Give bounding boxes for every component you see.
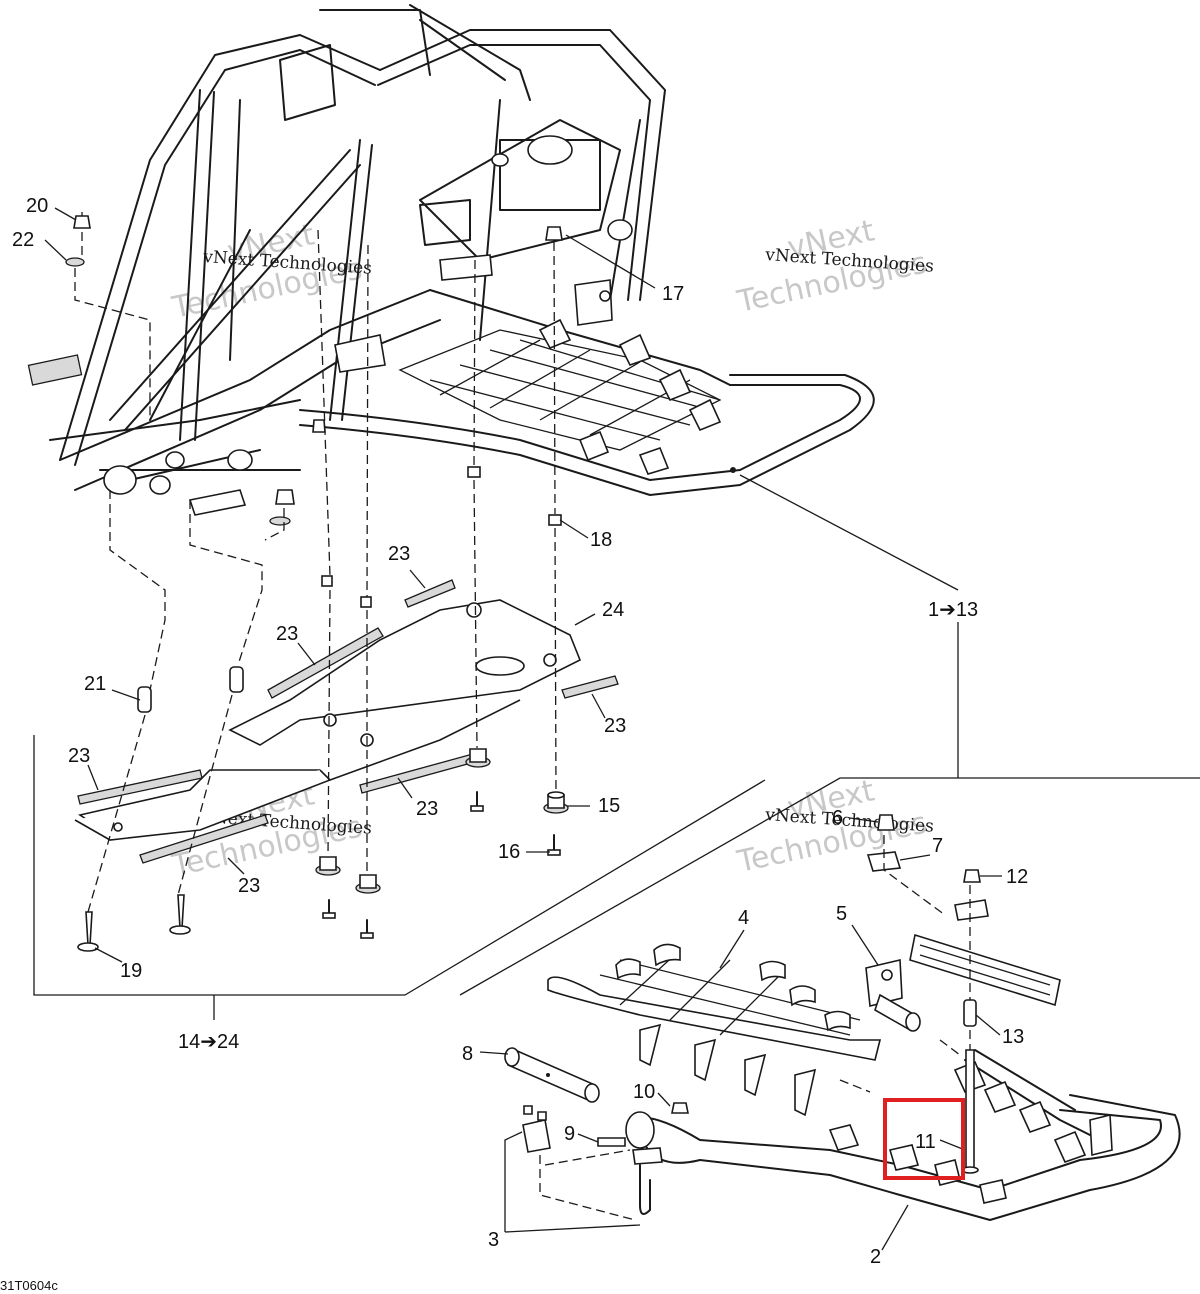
spacer-18-icon <box>548 514 562 526</box>
nut-mid-icon <box>312 419 326 433</box>
grommet-lower-a-icon <box>315 856 341 876</box>
callout-11: 11 <box>915 1131 936 1153</box>
rubber-strip-23-d <box>77 769 203 805</box>
callout-24: 24 <box>602 599 624 621</box>
callout-23-f: 23 <box>238 875 260 897</box>
callout-19: 19 <box>120 960 142 982</box>
leader-lines <box>44 207 1002 1251</box>
callout-10: 10 <box>633 1081 655 1103</box>
grommet-lower-b-icon <box>355 874 381 894</box>
assembly-lines-top <box>74 229 557 913</box>
bolt-11-icon <box>965 1049 975 1171</box>
tube-8 <box>504 1047 600 1103</box>
nut-10-icon <box>671 1102 689 1114</box>
vehicle-frame <box>27 4 875 516</box>
callout-23-a: 23 <box>388 543 410 565</box>
rubber-strip-23-e <box>359 751 483 794</box>
callout-5: 5 <box>836 903 847 925</box>
watermark-top-right: vNext Technologies vNext Technologies <box>733 213 934 320</box>
callout-12: 12 <box>1006 866 1028 888</box>
rubber-strip-23-f <box>139 814 269 864</box>
callout-14-24: 14➔24 <box>178 1031 239 1053</box>
drawing-reference-number: 31T0604c <box>0 1278 58 1293</box>
bracket-3 <box>522 1119 663 1221</box>
callout-7: 7 <box>932 835 943 857</box>
spacer-center-icon <box>467 466 481 478</box>
callout-23-b: 23 <box>276 623 298 645</box>
callout-23-e: 23 <box>416 798 438 820</box>
callout-18: 18 <box>590 529 612 551</box>
nut-17-icon <box>545 226 563 241</box>
callout-4: 4 <box>738 907 749 929</box>
highlight-box-item-11 <box>883 1098 965 1180</box>
callout-1-13: 1➔13 <box>928 599 978 621</box>
assembly-lines-bottom <box>839 835 971 1093</box>
bolt-19b-icon <box>169 894 191 935</box>
rubber-strip-23-b <box>267 627 384 699</box>
spacer-21-b-icon <box>229 666 244 693</box>
grommet-15-icon <box>543 791 569 814</box>
callout-6: 6 <box>832 807 843 829</box>
footpeg-7 <box>866 851 1061 1007</box>
skid-plate-24 <box>74 599 582 841</box>
bolt-9-icon <box>597 1137 626 1147</box>
callout-23-c: 23 <box>604 715 626 737</box>
spacer-13-icon <box>963 999 977 1027</box>
footpeg-bracket-5 <box>865 959 921 1032</box>
group-bracket-14-24 <box>33 735 766 1020</box>
callout-15: 15 <box>598 795 620 817</box>
nut-20-icon <box>73 212 91 229</box>
spacer-b-icon <box>360 596 372 608</box>
washer-22-icon <box>65 257 85 267</box>
bolt-6-icon <box>877 814 895 831</box>
callout-labels: 20 22 17 18 23 24 23 1➔13 21 23 23 15 23… <box>12 195 1028 1268</box>
rubber-strip-23-c <box>561 675 619 699</box>
callout-23-d: 23 <box>68 745 90 767</box>
callout-9: 9 <box>564 1123 575 1145</box>
nut-12-icon <box>963 869 981 883</box>
callout-17: 17 <box>662 283 684 305</box>
footrest-net-4 <box>547 943 882 1117</box>
spacer-a-icon <box>321 575 333 587</box>
rubber-strip-23-a <box>404 579 456 608</box>
callout-8: 8 <box>462 1043 473 1065</box>
nut-left-icon <box>275 489 295 505</box>
callout-22: 22 <box>12 229 34 251</box>
front-bumper-2 <box>625 1049 1181 1221</box>
nut-3a-icon <box>523 1105 533 1115</box>
washer-left-icon <box>269 516 291 526</box>
bolt-19-icon <box>77 911 99 952</box>
group-bracket-1-13 <box>459 474 1200 996</box>
callout-16: 16 <box>498 841 520 863</box>
nut-3b-icon <box>537 1111 547 1121</box>
callout-3: 3 <box>488 1229 499 1251</box>
callout-13: 13 <box>1002 1026 1024 1048</box>
grommet-center-icon <box>465 748 491 768</box>
callout-2: 2 <box>870 1246 881 1268</box>
callout-20: 20 <box>26 195 48 217</box>
callout-21: 21 <box>84 673 106 695</box>
